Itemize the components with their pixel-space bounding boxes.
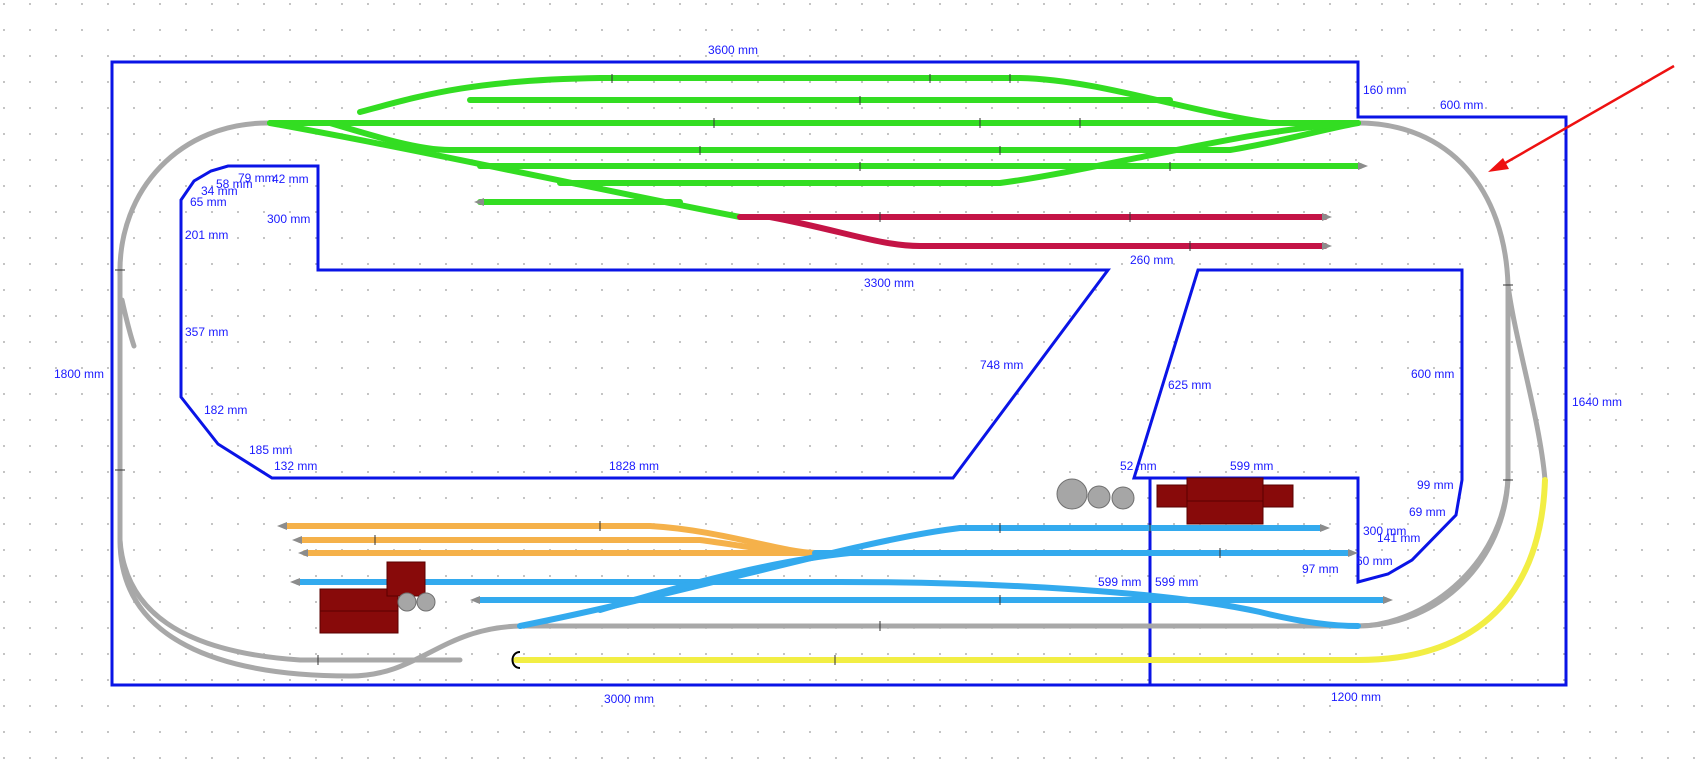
dim-inner-corner-d: 34 mm bbox=[201, 184, 238, 198]
blue-track-5[interactable] bbox=[597, 550, 853, 613]
green-track-group bbox=[267, 75, 1363, 220]
gray-main-loop[interactable] bbox=[117, 120, 1511, 679]
dim-inner-right-5: 60 mm bbox=[1356, 554, 1393, 568]
yellow-track-group bbox=[513, 477, 1548, 663]
tank-1[interactable] bbox=[1056, 478, 1088, 510]
orange-track-group bbox=[282, 523, 818, 556]
track-end-marker bbox=[292, 536, 302, 544]
dimension-labels: 3600 mm 160 mm 600 mm 1800 mm 1640 mm 30… bbox=[54, 43, 1622, 706]
track-end-marker bbox=[277, 522, 287, 530]
pointer-arrow-shaft bbox=[1499, 64, 1675, 168]
buffer-stop-icon bbox=[511, 651, 521, 669]
dim-inner-right-3: 300 mm bbox=[1363, 524, 1406, 538]
dim-top-right-width: 600 mm bbox=[1440, 98, 1483, 112]
track-end-marker bbox=[290, 578, 300, 586]
dim-inner-step: 52 mm bbox=[1120, 459, 1157, 473]
dim-inner-diag-2: 625 mm bbox=[1168, 378, 1211, 392]
track-end-marker bbox=[1358, 162, 1368, 170]
dim-lower-overlap-2: 599 mm bbox=[1155, 575, 1198, 589]
dim-inner-left-5: 132 mm bbox=[274, 459, 317, 473]
green-track-6[interactable] bbox=[557, 120, 1361, 186]
building-small[interactable] bbox=[386, 561, 426, 597]
track-end-marker bbox=[298, 549, 308, 557]
gray-right-siding[interactable] bbox=[1505, 282, 1548, 483]
dim-inner-right-6: 97 mm bbox=[1302, 562, 1339, 576]
building-station-wing-right[interactable] bbox=[1262, 484, 1294, 508]
dim-inner-bottom: 1828 mm bbox=[609, 459, 659, 473]
pointer-arrow bbox=[1488, 64, 1675, 172]
dim-inner-right-4: 141 mm bbox=[1377, 531, 1420, 545]
track-end-marker bbox=[1383, 596, 1393, 604]
buildings bbox=[319, 477, 1294, 634]
dim-inner-left-3: 182 mm bbox=[204, 403, 247, 417]
dim-bottom-right-width: 1200 mm bbox=[1331, 690, 1381, 704]
track-end-marker bbox=[1322, 213, 1332, 221]
dim-inner-top-width: 3300 mm bbox=[864, 276, 914, 290]
track-end-marker bbox=[1322, 242, 1332, 250]
green-track-2[interactable] bbox=[357, 75, 1273, 126]
dim-inner-corner-b: 58 mm bbox=[216, 177, 253, 191]
dim-inner-diag-1: 748 mm bbox=[980, 358, 1023, 372]
tank-3[interactable] bbox=[1111, 486, 1135, 510]
tanks bbox=[397, 478, 1135, 612]
track-end-marker bbox=[470, 596, 480, 604]
dim-bottom-left-width: 3000 mm bbox=[604, 692, 654, 706]
track-end-markers bbox=[277, 162, 1393, 604]
tie-marks bbox=[115, 74, 1513, 665]
blue-track-group bbox=[295, 525, 1388, 629]
board-outline[interactable] bbox=[110, 60, 1568, 687]
dim-inner-left-height: 300 mm bbox=[267, 212, 310, 226]
dim-inner-corner-e: 65 mm bbox=[190, 195, 227, 209]
dim-lower-overlap-1: 599 mm bbox=[1098, 575, 1141, 589]
crimson-track-group bbox=[737, 214, 1328, 249]
dim-top-width: 3600 mm bbox=[708, 43, 758, 57]
yellow-track-1[interactable] bbox=[513, 477, 1548, 663]
dim-inner-right-top: 599 mm bbox=[1230, 459, 1273, 473]
dim-inner-right-1: 99 mm bbox=[1417, 478, 1454, 492]
building-station-wing-left[interactable] bbox=[1156, 484, 1188, 508]
pointer-arrow-head bbox=[1488, 158, 1509, 172]
green-track-4[interactable] bbox=[327, 120, 1361, 153]
dim-inner-left-2: 357 mm bbox=[185, 325, 228, 339]
gray-inner-loop[interactable] bbox=[1355, 475, 1511, 629]
dim-inner-right-height: 600 mm bbox=[1411, 367, 1454, 381]
gray-left-siding[interactable] bbox=[119, 297, 137, 349]
track-end-marker bbox=[1320, 524, 1330, 532]
dim-inner-corner-a: 79 mm bbox=[238, 171, 275, 185]
dim-right-height: 1640 mm bbox=[1572, 395, 1622, 409]
crimson-track-2[interactable] bbox=[767, 214, 1328, 249]
dim-inner-notch-width: 260 mm bbox=[1130, 253, 1173, 267]
track-end-marker bbox=[1348, 549, 1358, 557]
dim-top-right-step: 160 mm bbox=[1363, 83, 1406, 97]
tank-2[interactable] bbox=[1087, 485, 1111, 509]
dim-inner-left-4: 185 mm bbox=[249, 443, 292, 457]
gray-lower-loop[interactable] bbox=[117, 537, 463, 663]
dim-left-height: 1800 mm bbox=[54, 367, 104, 381]
tank-5[interactable] bbox=[416, 592, 436, 612]
gray-track-group bbox=[117, 120, 1548, 679]
tank-4[interactable] bbox=[397, 592, 417, 612]
dim-inner-left-1: 201 mm bbox=[185, 228, 228, 242]
track-end-marker bbox=[474, 198, 484, 206]
dim-inner-corner-c: 42 mm bbox=[272, 172, 309, 186]
green-track-8[interactable] bbox=[267, 120, 743, 220]
dim-inner-right-2: 69 mm bbox=[1409, 505, 1446, 519]
